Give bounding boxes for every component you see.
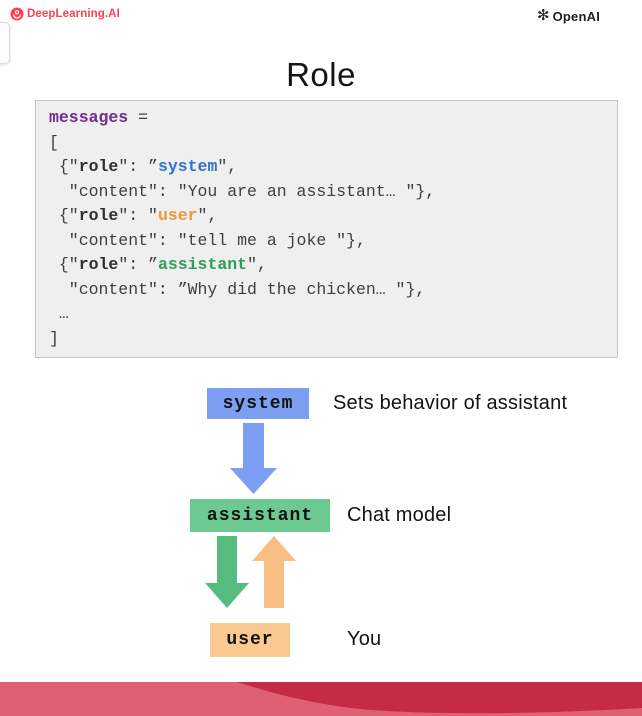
code-line: ] bbox=[49, 328, 59, 348]
openai-logo: ✻ OpenAI bbox=[537, 8, 600, 24]
node-assistant: assistant bbox=[190, 499, 330, 532]
arrow-down-icon bbox=[205, 536, 249, 608]
code-block: messages = [ {"role": ”system", "content"… bbox=[35, 100, 618, 358]
deeplearning-icon bbox=[10, 7, 24, 21]
deeplearning-logo: DeepLearning.AI bbox=[10, 7, 120, 21]
code-line: {"role": ”system", bbox=[49, 157, 238, 176]
annotation-assistant: Chat model bbox=[347, 504, 452, 526]
code-line: {"role": ”assistant", bbox=[49, 255, 267, 274]
code-line: "content": "tell me a joke "}, bbox=[49, 230, 366, 250]
annotation-system: Sets behavior of assistant bbox=[333, 392, 568, 414]
code-line: {"role": "user", bbox=[49, 206, 218, 225]
node-user: user bbox=[210, 623, 290, 657]
footer-dark-wave bbox=[237, 682, 642, 714]
footer-wave bbox=[0, 682, 642, 716]
arrow-up-icon bbox=[252, 536, 296, 608]
code-line: "content": ”Why did the chicken… "}, bbox=[49, 279, 426, 299]
node-system: system bbox=[207, 388, 309, 419]
code-line: [ bbox=[49, 132, 59, 152]
arrow-down-icon bbox=[230, 423, 277, 494]
arrow-user-to-assistant bbox=[252, 536, 296, 608]
code-line: "content": "You are an assistant… "}, bbox=[49, 181, 436, 201]
arrow-system-to-assistant bbox=[230, 423, 277, 494]
arrow-assistant-to-user bbox=[205, 536, 249, 608]
page-title: Role bbox=[286, 56, 356, 93]
annotation-user: You bbox=[347, 628, 382, 650]
deeplearning-logo-text: DeepLearning.AI bbox=[27, 8, 120, 20]
openai-logo-text: OpenAI bbox=[552, 8, 601, 24]
edge-card bbox=[0, 22, 10, 64]
code-line: … bbox=[49, 304, 69, 323]
openai-icon: ✻ bbox=[537, 7, 550, 24]
code-line: messages = bbox=[49, 108, 149, 127]
